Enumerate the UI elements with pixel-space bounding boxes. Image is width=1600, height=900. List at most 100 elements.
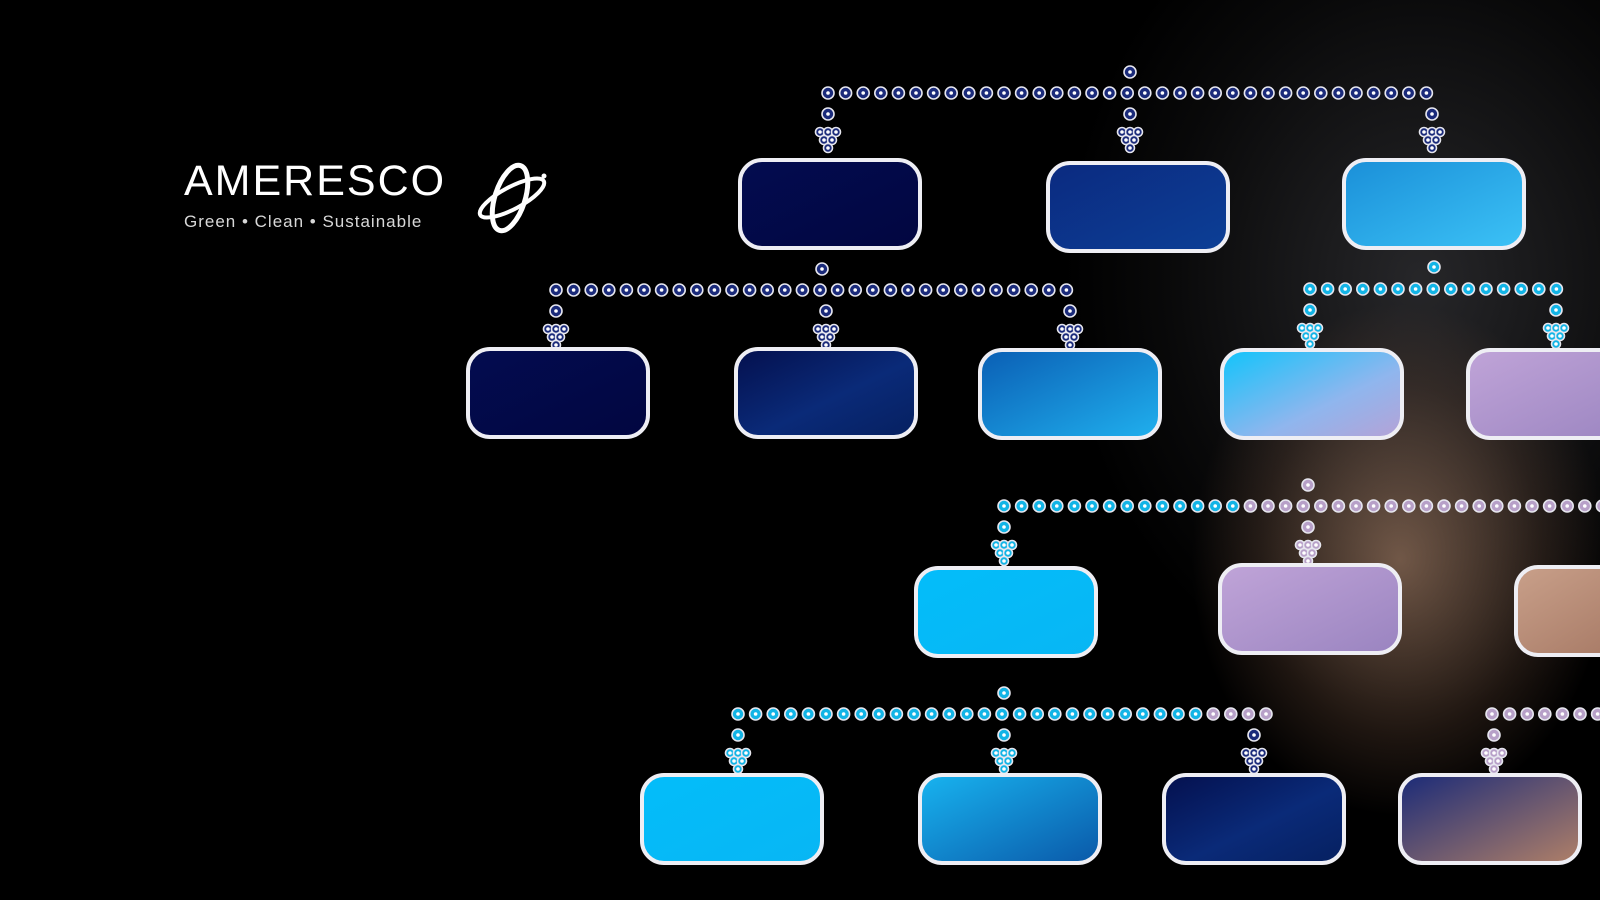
- org-node: [1046, 161, 1230, 253]
- connector-dot-center: [994, 543, 998, 547]
- connector-dot-center: [1308, 326, 1312, 330]
- connector-dot-center: [1064, 335, 1068, 339]
- connector-dot-center: [554, 309, 558, 313]
- connector-dot-center: [1424, 91, 1429, 95]
- connector-dot-center: [1002, 504, 1006, 508]
- connector-dot-center: [820, 335, 824, 339]
- connector-dot-center: [1128, 146, 1132, 150]
- connector-dot-center: [826, 130, 830, 134]
- connector-dot-center: [1354, 91, 1358, 95]
- connector-dot-center: [1176, 712, 1180, 716]
- org-node: [1162, 773, 1346, 865]
- connector-dot-center: [830, 138, 834, 142]
- connector-dot-center: [959, 288, 963, 292]
- connector-dot-center: [816, 327, 820, 331]
- connector-dot-center: [824, 309, 828, 313]
- connector-dot-center: [736, 751, 740, 755]
- connector-dot-center: [1002, 767, 1006, 771]
- connector-dot-center: [877, 712, 881, 716]
- connector-dot-center: [1088, 712, 1092, 716]
- connector-dot-center: [828, 335, 832, 339]
- connector-dot-center: [826, 91, 830, 95]
- org-node: [734, 347, 918, 439]
- connector-dot-center: [1308, 342, 1312, 346]
- connector-dot-center: [783, 288, 787, 292]
- connector-dot-center: [1560, 712, 1565, 716]
- connector-dot-center: [1300, 326, 1304, 330]
- connector-dot-center: [1068, 309, 1072, 313]
- connector-dot-center: [747, 288, 752, 292]
- connector-dot-center: [736, 733, 740, 737]
- connector-dot-center: [1431, 287, 1435, 291]
- connector-dot-center: [1128, 130, 1132, 134]
- connector-dot-center: [1124, 138, 1128, 142]
- connector-dot-center: [1430, 146, 1434, 150]
- connector-dot-center: [1000, 712, 1004, 716]
- org-node: [918, 773, 1102, 865]
- connector-dot-center: [1125, 504, 1129, 508]
- connector-dot-center: [994, 751, 998, 755]
- connector-dot-center: [818, 288, 822, 292]
- connector-dot-center: [1492, 751, 1496, 755]
- connector-dot-center: [998, 551, 1002, 555]
- connector-dot-center: [1002, 543, 1006, 547]
- connector-dot-center: [1583, 504, 1587, 508]
- connector-dot-center: [1107, 504, 1112, 508]
- connector-dot-center: [1055, 504, 1059, 508]
- connector-dot-center: [554, 343, 558, 347]
- connector-dot-center: [914, 91, 918, 95]
- connector-dot-center: [1072, 504, 1077, 508]
- connector-dot-center: [1248, 504, 1253, 508]
- connector-dot-center: [1019, 91, 1024, 95]
- connector-dot-center: [1496, 759, 1500, 763]
- connector-dot-center: [1128, 112, 1132, 116]
- connector-dot-center: [967, 91, 971, 95]
- connector-dot-center: [834, 130, 838, 134]
- connector-dot-center: [607, 288, 611, 292]
- connector-dot-center: [871, 288, 875, 292]
- connector-dot-center: [818, 130, 822, 134]
- connector-dot-center: [820, 267, 824, 271]
- connector-dot-center: [1064, 288, 1069, 292]
- connector-dot-center: [1466, 287, 1471, 291]
- connector-dot-center: [1490, 712, 1494, 716]
- connector-dot-center: [1076, 327, 1080, 331]
- connector-dot-center: [1310, 551, 1314, 555]
- connector-dot-center: [1002, 559, 1006, 563]
- connector-dot-center: [1389, 504, 1393, 508]
- connector-dot-center: [1396, 287, 1400, 291]
- connector-dot-center: [1488, 759, 1492, 763]
- connector-dot-center: [976, 288, 981, 292]
- connector-dot-center: [1484, 751, 1488, 755]
- connector-dot-center: [1354, 504, 1358, 508]
- connector-dot-center: [1055, 91, 1059, 95]
- connector-dot-center: [1512, 504, 1517, 508]
- connector-dot-center: [982, 712, 987, 716]
- connector-dot-center: [1459, 504, 1464, 508]
- connector-dot-center: [1389, 91, 1393, 95]
- connector-dot-center: [1434, 138, 1438, 142]
- connector-dot-center: [1477, 504, 1481, 508]
- org-node: [1220, 348, 1404, 440]
- connector-dot-center: [1558, 334, 1562, 338]
- org-node: [1466, 348, 1600, 440]
- connector-dot-center: [1525, 712, 1529, 716]
- connector-dot-center: [1047, 288, 1051, 292]
- connector-dot-center: [1006, 551, 1010, 555]
- connector-dot-center: [1301, 91, 1305, 95]
- connector-dot-center: [1430, 130, 1434, 134]
- connector-dot-center: [1002, 691, 1006, 695]
- connector-dot-center: [1231, 91, 1235, 95]
- connector-dot-center: [1283, 504, 1288, 508]
- connector-dot-center: [677, 288, 681, 292]
- connector-dot-center: [1314, 543, 1318, 547]
- connector-dot-center: [906, 288, 910, 292]
- org-node: [1218, 563, 1402, 655]
- connector-dot-center: [1229, 712, 1233, 716]
- connector-dot-center: [736, 767, 740, 771]
- connector-dot-center: [1554, 342, 1558, 346]
- connector-dot-center: [1407, 91, 1411, 95]
- connector-dot-center: [1543, 712, 1547, 716]
- org-node: [466, 347, 650, 439]
- connector-dot-center: [1308, 308, 1312, 312]
